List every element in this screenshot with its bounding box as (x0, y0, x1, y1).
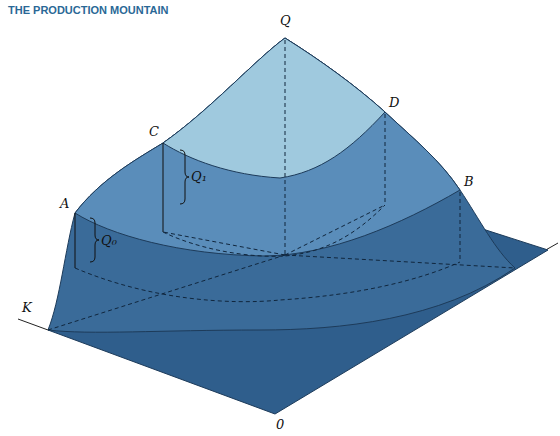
mountain-slope (48, 38, 515, 332)
origin-label: 0 (276, 418, 284, 431)
point-label: C (149, 125, 159, 138)
axis-label: K (22, 301, 32, 314)
figure-title: THE PRODUCTION MOUNTAIN (8, 4, 169, 16)
point-label: D (389, 96, 399, 109)
top-cap (163, 38, 385, 178)
point-label: B (464, 175, 474, 188)
point-label: A (60, 197, 69, 210)
height-lines (75, 143, 189, 268)
output-label: Q₁ (191, 170, 207, 183)
peak-label: Q (280, 14, 291, 27)
output-label: Q₀ (101, 234, 117, 247)
middle-band (75, 38, 460, 256)
k-axis (18, 319, 48, 330)
projection-lines (48, 40, 515, 330)
